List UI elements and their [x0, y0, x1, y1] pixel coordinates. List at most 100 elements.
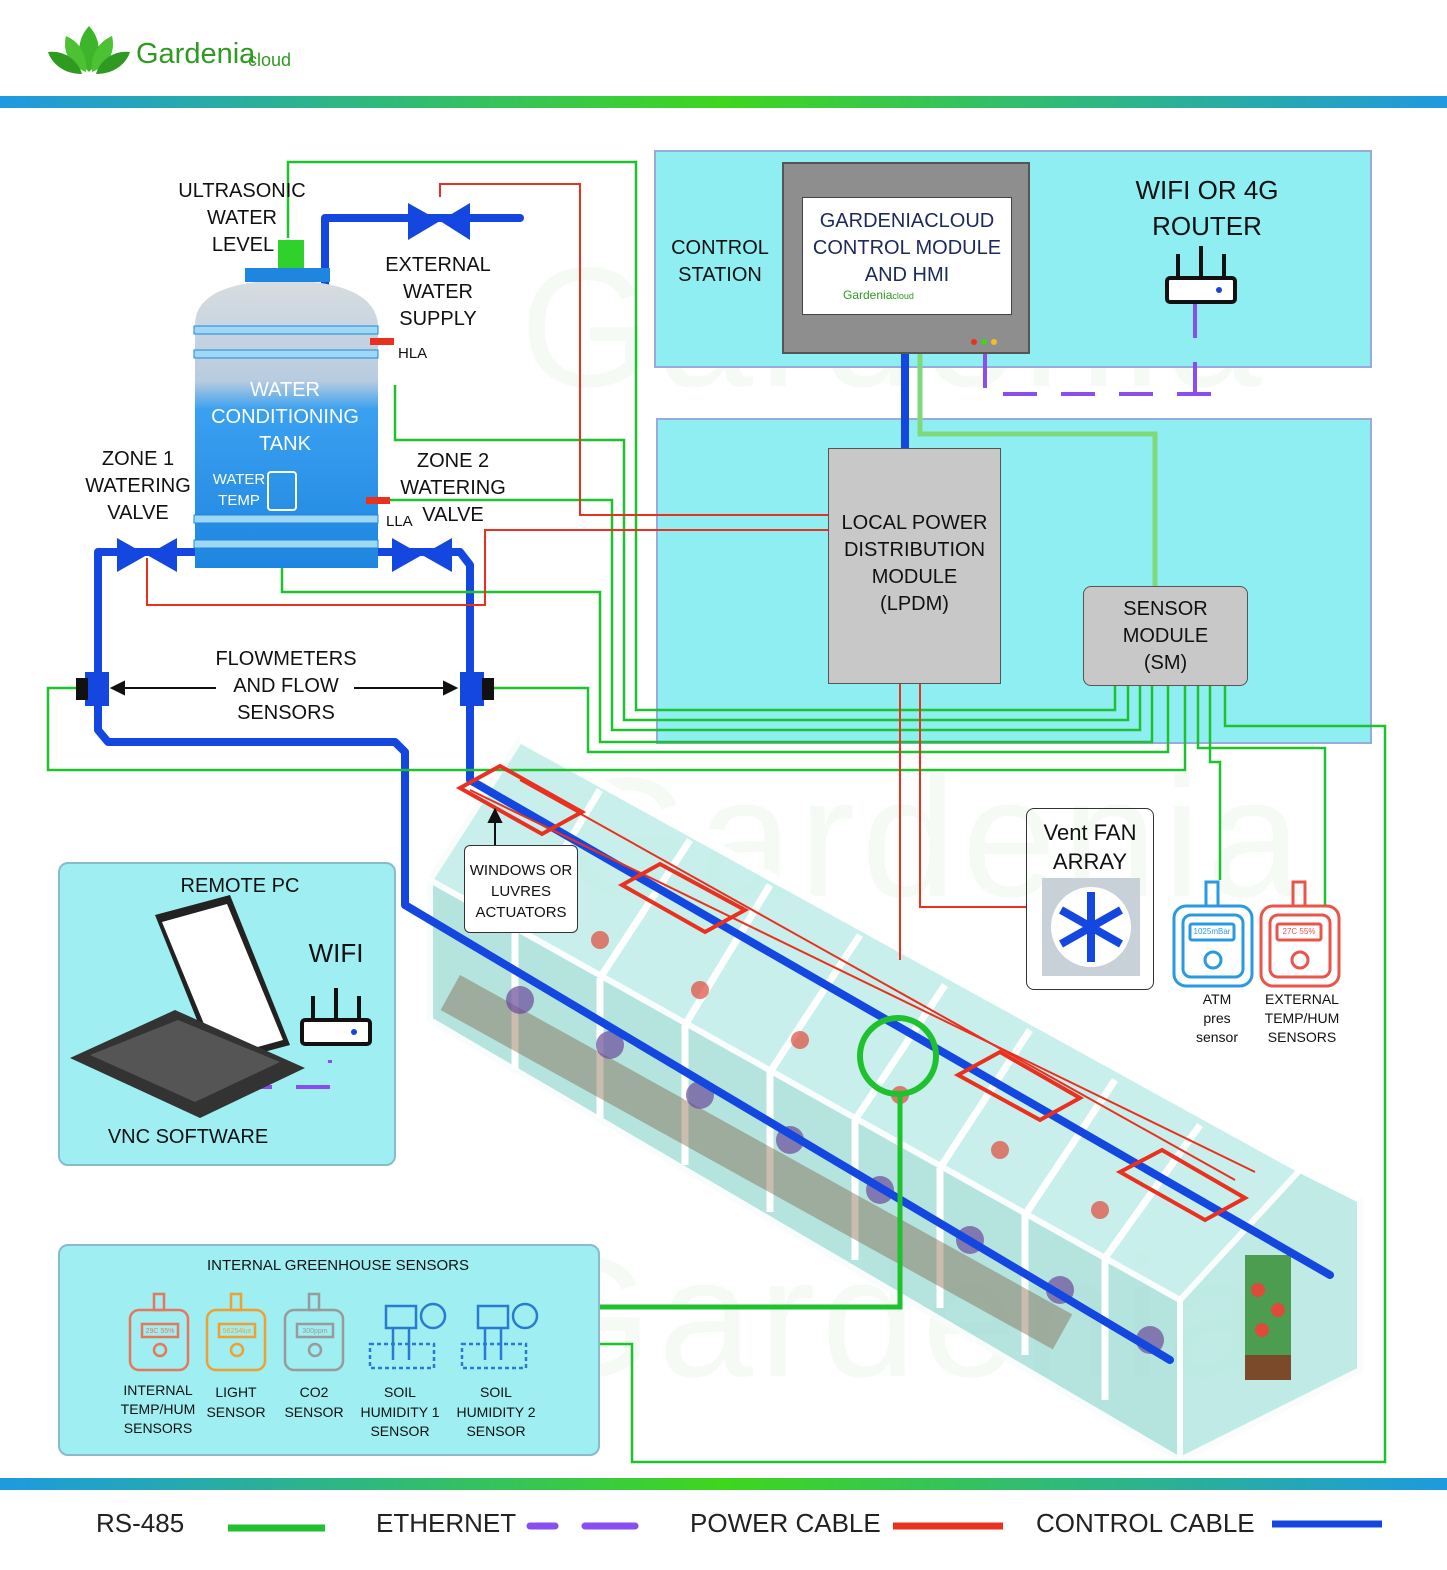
ext-temp-sensor-icon [1259, 880, 1341, 988]
light-label-2: SENSOR [206, 1404, 266, 1420]
soil2-label-3: SENSOR [466, 1423, 526, 1439]
zone1-label-2: WATERING [85, 475, 191, 497]
sm-link-cable [917, 354, 1158, 588]
rs485-cables [46, 160, 1387, 1464]
ultrasonic-label-2: WATER [207, 207, 277, 229]
header-bar [0, 96, 1447, 108]
flow-label-2: AND FLOW [233, 675, 339, 697]
distribution-panel [656, 418, 1372, 744]
co2-label-2: SENSOR [284, 1404, 344, 1420]
zone1-label-3: VALVE [107, 502, 169, 524]
thermometer-icon [267, 471, 297, 511]
sensor-module[interactable] [1083, 586, 1248, 686]
co2-reading: 300ppm [302, 1328, 328, 1335]
light-reading: 56254lux [222, 1328, 252, 1335]
lotus-icon [48, 26, 130, 74]
control-module-line2: CONTROL MODULE [812, 237, 1002, 259]
control-module-line3: AND HMI [864, 264, 950, 286]
actuators-line1: WINDOWS OR [469, 862, 573, 879]
supply-label-2: WATER [403, 281, 473, 303]
atm-sensor-icon [1172, 880, 1254, 988]
ultrasonic-label-1: ULTRASONIC [178, 180, 306, 202]
power-cables [146, 183, 1256, 1181]
flow-label-1: FLOWMETERS [215, 648, 357, 670]
control-station-label-2: STATION [678, 264, 762, 286]
fan-array-box[interactable] [1026, 808, 1154, 990]
water-temp-label-1: WATER [212, 471, 266, 488]
soil2-label-2: HUMIDITY 2 [456, 1404, 536, 1420]
zone2-label-1: ZONE 2 [416, 450, 490, 472]
vnc-label: VNC SOFTWARE [107, 1126, 269, 1148]
ext-temp-label-3: SENSORS [1267, 1029, 1337, 1045]
lpdm-line3: MODULE [871, 566, 958, 588]
ethernet-cables [238, 304, 1215, 1089]
footer-bar [0, 1478, 1447, 1490]
hla-label: HLA [398, 345, 428, 362]
soil1-label-2: HUMIDITY 1 [360, 1404, 440, 1420]
brand-logo: Gardenia cloud [46, 22, 326, 78]
brand-suffix: cloud [248, 50, 292, 70]
internal-rs485-cable [600, 1015, 939, 1310]
water-tank [193, 240, 394, 568]
actuators-line3: ACTUATORS [475, 904, 567, 921]
legend-rs485: RS-485 [96, 1508, 185, 1538]
sensor-module-line3: (SM) [1143, 652, 1188, 674]
lpdm-line4: (LPDM) [880, 593, 949, 615]
internal-temp-reading: 29C 55% [145, 1328, 175, 1335]
hmi-brand-name: Gardenia [843, 288, 893, 302]
fan-label-1: Vent FAN [1043, 820, 1137, 845]
internal-temp-label-2: TEMP/HUM [120, 1401, 196, 1417]
flowmeter-icons [76, 672, 494, 706]
flow-arrows [109, 680, 503, 852]
router-label-1: WIFI OR 4G [1135, 175, 1279, 205]
hmi-screen[interactable] [802, 197, 1012, 315]
wifi-label: WIFI [308, 938, 364, 968]
internal-sensors-panel [58, 1244, 600, 1456]
ultrasonic-sensor-icon [278, 240, 304, 268]
actuators-line2: LUVRES [490, 883, 552, 900]
legend-control: CONTROL CABLE [1036, 1508, 1255, 1538]
tank-title-2: CONDITIONING [211, 406, 359, 428]
wifi-router-icon [300, 988, 372, 1046]
co2-label-1: CO2 [299, 1384, 329, 1400]
tank-title-3: TANK [259, 433, 311, 455]
remote-pc-title: REMOTE PC [180, 875, 300, 897]
zone2-label-3: VALVE [422, 504, 484, 526]
control-module-line1: GARDENIACLOUD [819, 210, 995, 232]
router-icon [1165, 246, 1237, 304]
legend-swatches [228, 1520, 1382, 1532]
water-temp-label-2: TEMP [218, 492, 260, 509]
sensor-module-line1: SENSOR [1123, 598, 1208, 620]
actuators-box[interactable] [464, 845, 578, 933]
internal-temp-label-3: SENSORS [123, 1420, 193, 1436]
tank-title-1: WATER [250, 379, 320, 401]
status-leds [971, 332, 997, 350]
lpdm-module[interactable] [828, 448, 1001, 684]
sensor-module-line2: MODULE [1122, 625, 1209, 647]
ext-temp-label-2: TEMP/HUM [1264, 1010, 1340, 1026]
zone2-label-2: WATERING [400, 477, 506, 499]
atm-reading: 1025mBar [1193, 927, 1231, 936]
light-label-1: LIGHT [215, 1384, 257, 1400]
soil2-label-1: SOIL [480, 1384, 512, 1400]
soil1-label-3: SENSOR [370, 1423, 430, 1439]
valve-icons [117, 203, 470, 572]
ext-temp-label-1: EXTERNAL [1265, 991, 1339, 1007]
internal-temp-label-1: INTERNAL [123, 1382, 193, 1398]
lpdm-line1: LOCAL POWER [841, 512, 988, 534]
lla-label: LLA [386, 513, 413, 530]
internal-sensor-icons [128, 1292, 539, 1372]
router-label-2: ROUTER [1152, 211, 1262, 241]
hmi-brand: Gardeniacloud [843, 288, 914, 302]
brand-name: Gardenia [136, 38, 256, 70]
supply-label-1: EXTERNAL [385, 254, 491, 276]
fan-icon [1042, 878, 1140, 976]
atm-label-1: ATM [1202, 991, 1232, 1007]
hmi-brand-suffix: cloud [892, 291, 914, 301]
laptop-icon [70, 895, 305, 1118]
legend-power: POWER CABLE [690, 1508, 881, 1538]
lpdm-line2: DISTRIBUTION [843, 539, 986, 561]
ultrasonic-label-3: LEVEL [211, 234, 275, 256]
internal-sensors-title: INTERNAL GREENHOUSE SENSORS [207, 1257, 469, 1274]
atm-label-3: sensor [1195, 1029, 1239, 1045]
